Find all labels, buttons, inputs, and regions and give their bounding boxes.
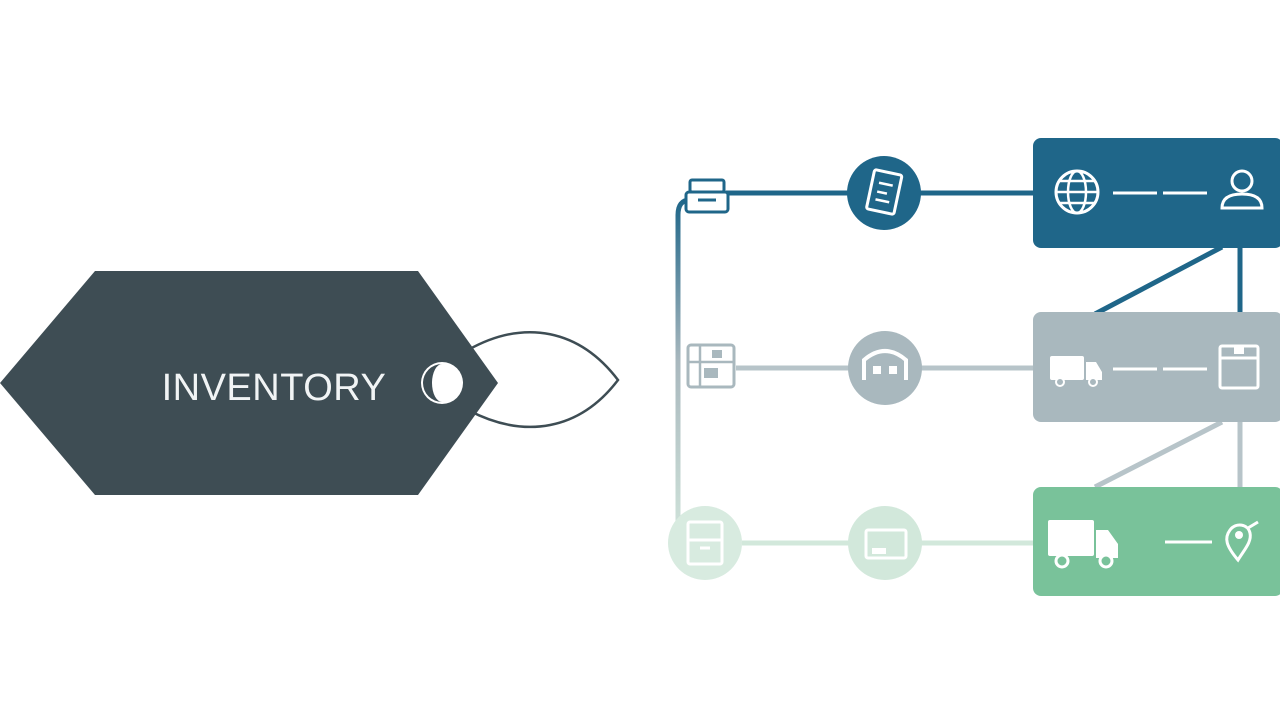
inventory-tag: INVENTORY [0,271,620,495]
storage-cabinet-icon [686,520,724,566]
row-middle [686,312,1280,422]
node-receipt [847,156,921,230]
globe-icon [1054,169,1100,215]
diagonal-middle-bottom [1093,419,1224,490]
box-middle [1033,312,1280,422]
cash-register-icon [684,178,730,214]
row-top [684,138,1280,248]
tag-label: INVENTORY [162,367,387,409]
package-box-icon [1218,344,1260,390]
user-icon [1220,169,1264,210]
node-warehouse [848,331,922,405]
diagonal-top-middle [1093,244,1224,317]
location-pin-icon [1225,520,1259,563]
circuit-board-icon [686,343,736,389]
row-bottom [668,487,1280,596]
node-shipping [848,506,922,580]
warehouse-icon [862,349,908,380]
box-bottom [1033,487,1280,596]
delivery-truck-icon [1050,356,1102,387]
tag-body [0,271,498,495]
receipt-icon [865,168,904,216]
tag-string [467,331,620,429]
box-top [1033,138,1280,248]
delivery-truck-icon [1048,520,1118,569]
node-cabinet [668,506,742,580]
tag-hole-icon [421,362,463,404]
shipping-crate-icon [864,528,908,560]
